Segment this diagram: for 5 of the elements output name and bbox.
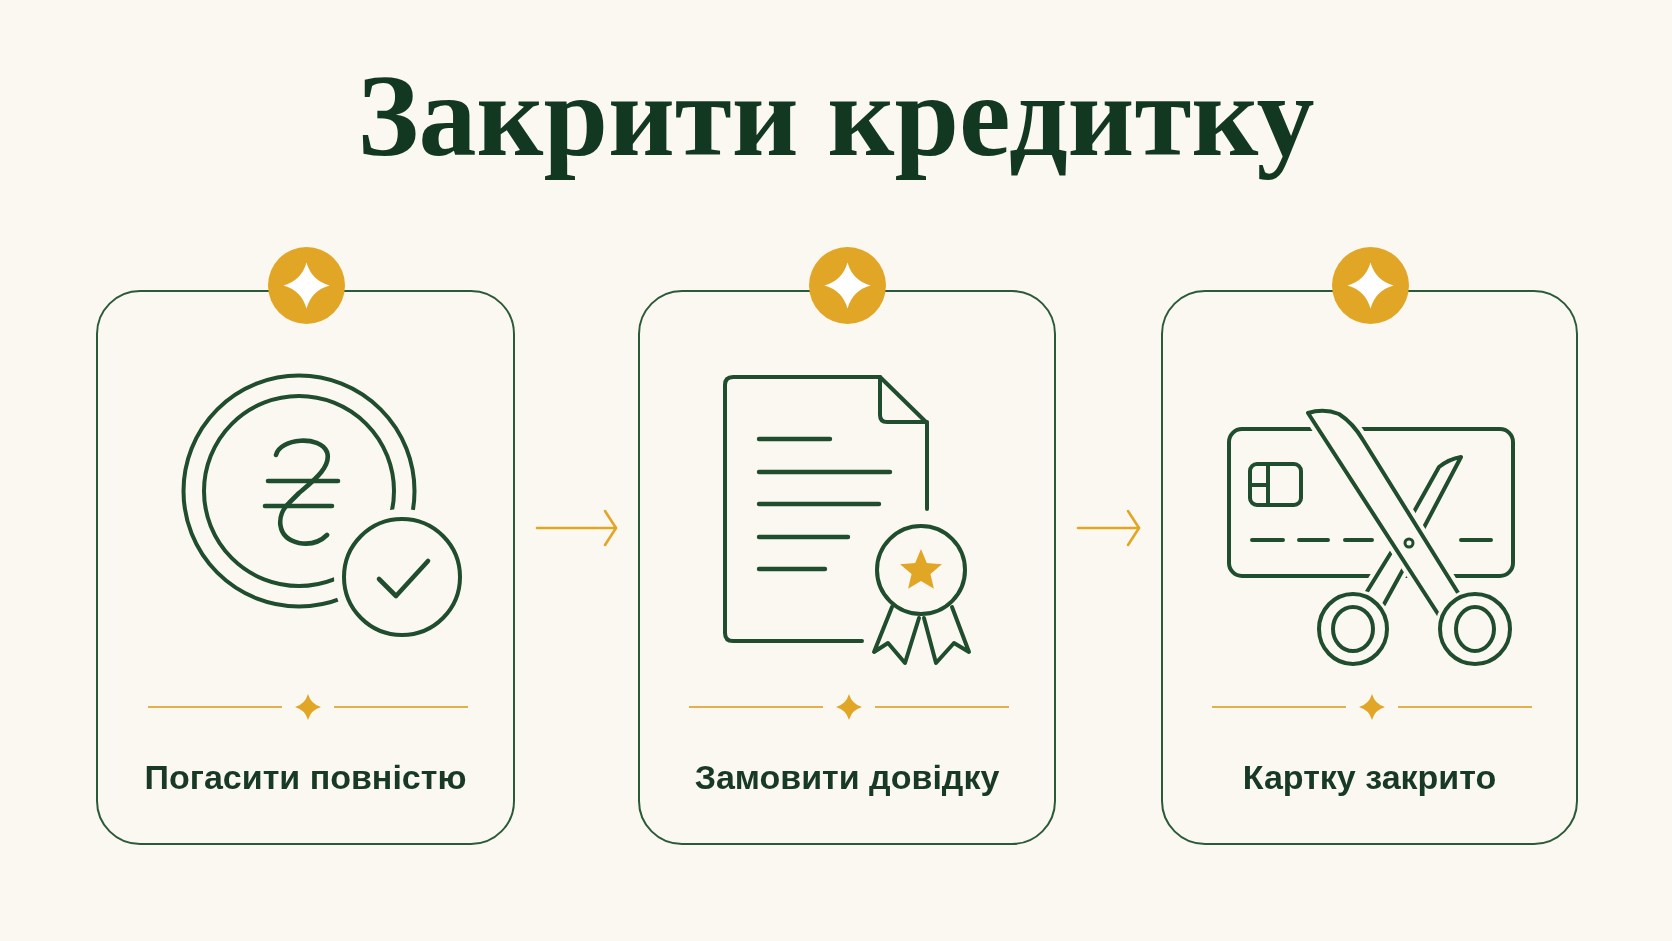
arrow — [535, 509, 618, 547]
step-label: Замовити довідку — [694, 757, 1000, 797]
arrow — [1076, 509, 1141, 547]
step-label: Картку закрито — [1242, 757, 1497, 797]
step-label: Погасити повністю — [144, 757, 467, 797]
